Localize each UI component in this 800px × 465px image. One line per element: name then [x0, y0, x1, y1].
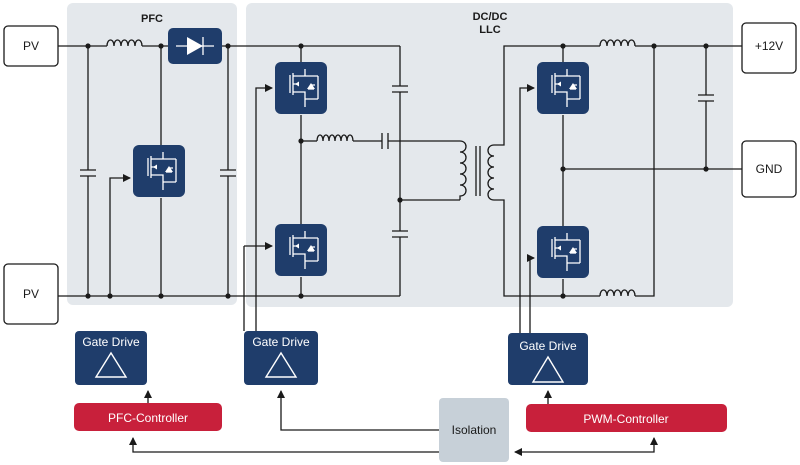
isolation-block [439, 398, 509, 462]
gate-drive-primary-label: Gate Drive [252, 335, 310, 349]
pfc-wiring [58, 39, 400, 297]
dcdc-title: DC/DC [473, 11, 508, 23]
pfc-controller [74, 403, 222, 431]
boost-diode [168, 28, 222, 64]
output-ground-terminal [741, 140, 797, 198]
pv-top-label: PV [23, 39, 39, 53]
pfc-mosfet [132, 144, 186, 198]
primary-low-side-mosfet [274, 223, 328, 277]
pwm-controller-label: PWM-Controller [583, 412, 668, 426]
gate-drive-pfc: Gate Drive [75, 331, 147, 385]
output-ground-label: GND [756, 162, 783, 176]
secondary-low-side-mosfet [536, 225, 590, 279]
pv-bottom-label: PV [23, 287, 39, 301]
output-positive-terminal [741, 22, 797, 74]
llc-title: LLC [479, 24, 500, 36]
pv-bottom-terminal [3, 263, 59, 325]
secondary-high-side-mosfet [536, 61, 590, 115]
gate-drive-secondary: Gate Drive [508, 333, 588, 385]
junction-dots [85, 43, 709, 299]
gate-drive-pfc-label: Gate Drive [82, 335, 140, 349]
primary-high-side-mosfet [274, 61, 328, 115]
gate-drive-secondary-label: Gate Drive [519, 339, 577, 353]
pv-top-terminal [3, 25, 59, 67]
output-positive-label: +12V [755, 39, 783, 53]
dcdc-primary-wiring [243, 46, 495, 331]
pfc-controller-label: PFC-Controller [108, 411, 188, 425]
pfc-title: PFC [141, 13, 163, 25]
pwm-controller [526, 404, 727, 432]
control-signal-arrows [129, 390, 658, 456]
secondary-wiring [494, 39, 742, 333]
gate-drive-primary: Gate Drive [244, 331, 318, 385]
isolation-label: Isolation [452, 423, 497, 437]
